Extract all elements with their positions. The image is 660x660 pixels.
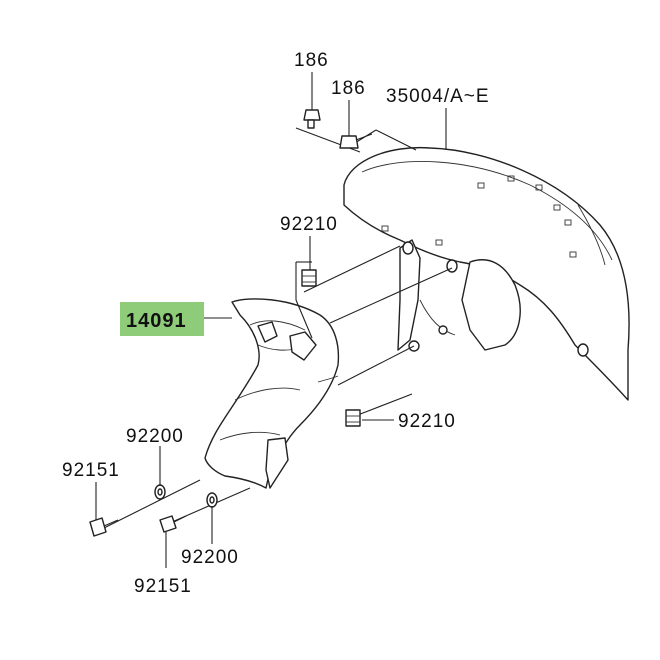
label-186-a: 186	[294, 50, 329, 71]
washer-92200-bottom	[206, 492, 218, 508]
callout-lines	[95, 72, 447, 568]
label-92200-bottom: 92200	[181, 547, 239, 568]
label-35004: 35004/A~E	[386, 86, 490, 107]
label-92151-left: 92151	[62, 460, 120, 481]
nut-92210-upper	[301, 269, 317, 287]
label-14091: 14091	[126, 310, 187, 332]
label-92210-upper: 92210	[280, 214, 338, 235]
label-92151-bottom: 92151	[134, 576, 192, 597]
washer-92200-left	[154, 484, 166, 500]
label-186-b: 186	[331, 78, 366, 99]
mudguard-part	[204, 298, 340, 489]
bolt-92151-left	[89, 517, 119, 537]
bolt-186-b	[339, 133, 373, 149]
front-fender	[343, 146, 630, 401]
label-92210-lower: 92210	[398, 411, 456, 432]
bolt-186-a	[303, 109, 321, 129]
label-92200-left: 92200	[126, 426, 184, 447]
highlight-box	[120, 302, 204, 336]
nut-92210-lower	[345, 409, 361, 427]
bolt-92151-bottom	[159, 515, 187, 533]
